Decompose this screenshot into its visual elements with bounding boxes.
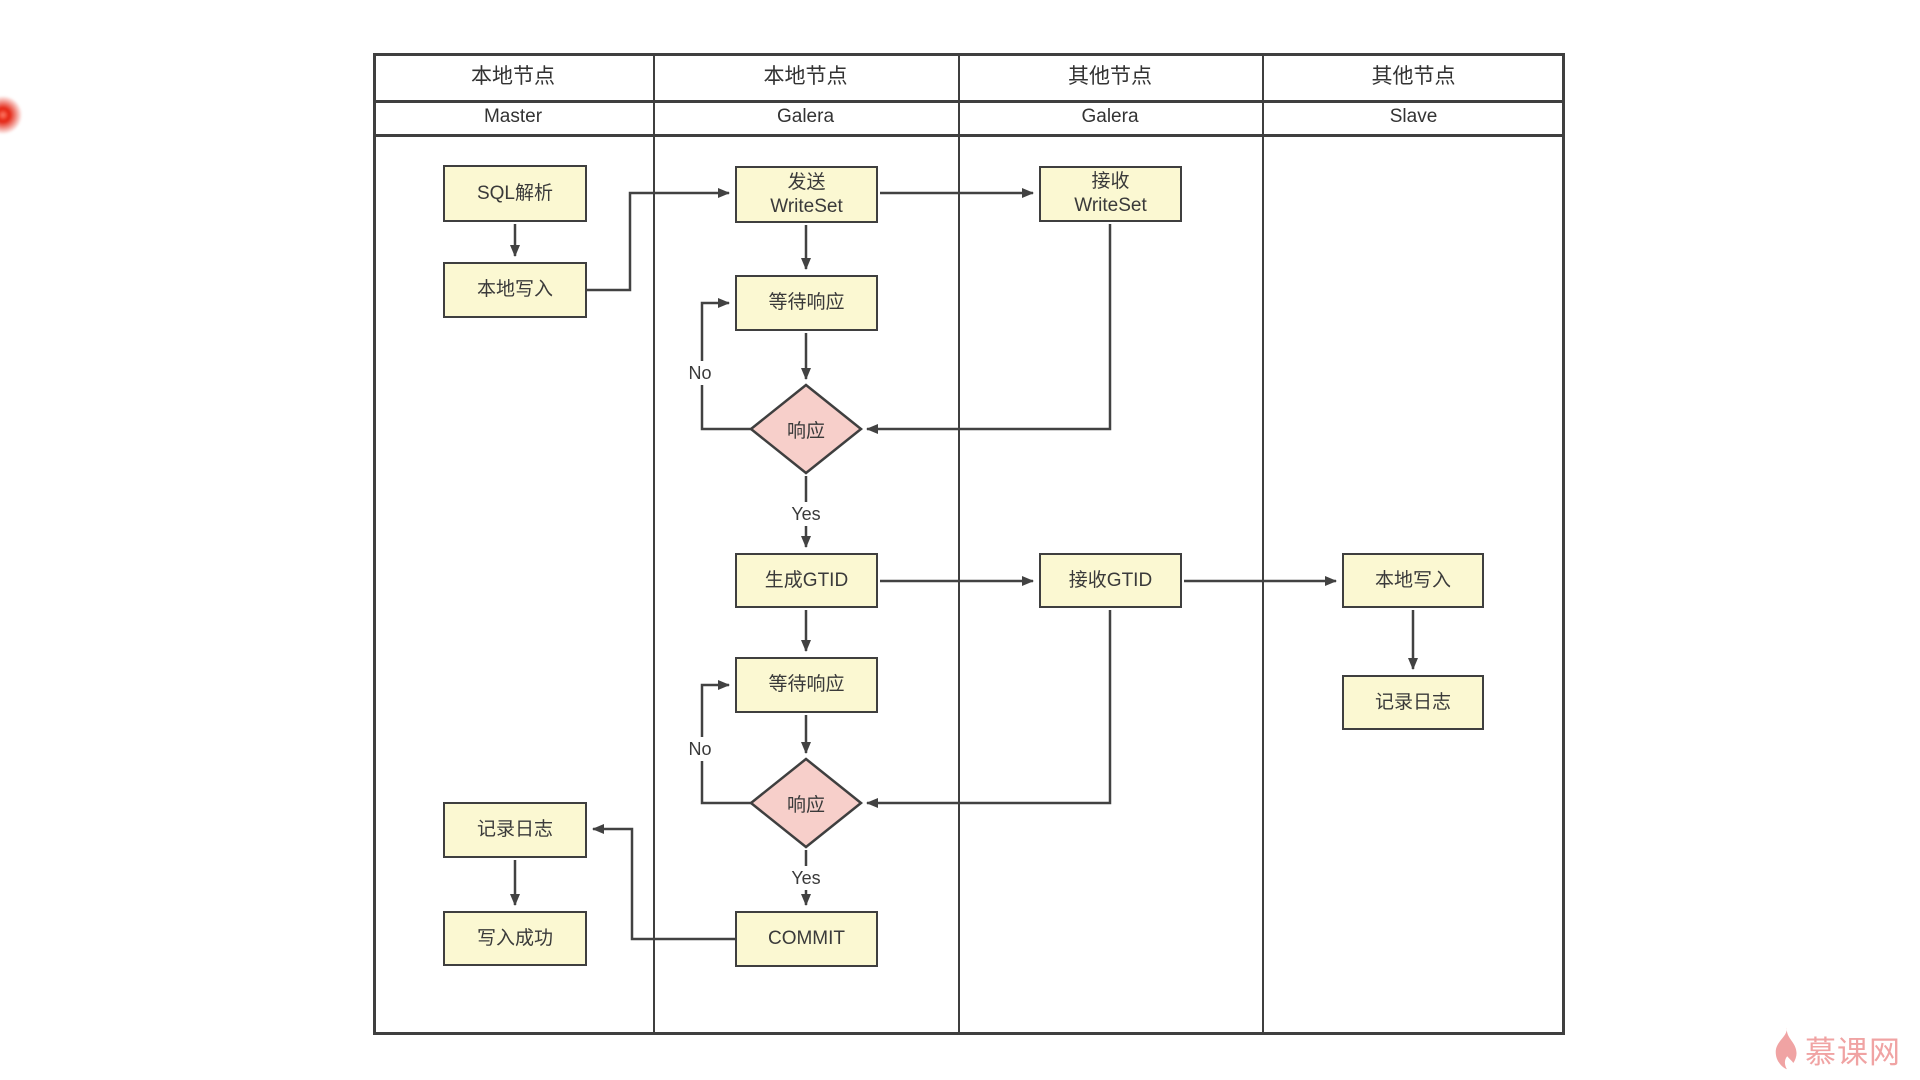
lane2-role-header: Galera <box>776 106 835 127</box>
lane-divider-3 <box>1262 53 1264 1035</box>
lane-divider-1 <box>653 53 655 1035</box>
decision-response1-label: 响应 <box>786 420 825 442</box>
node-commit: COMMIT <box>735 911 878 967</box>
lane3-role-header: Galera <box>1081 106 1139 127</box>
node-local-write-master: 本地写入 <box>443 262 587 318</box>
decision-response2-label: 响应 <box>786 794 825 816</box>
node-wait-response-2: 等待响应 <box>735 657 878 713</box>
edge-label-yes-1: Yes <box>782 502 830 526</box>
watermark: 慕课网 <box>1770 1026 1901 1072</box>
lane4-type-header: 其他节点 <box>1371 65 1456 88</box>
edge-label-no-1: No <box>676 361 724 385</box>
lane1-role-header: Master <box>483 106 543 127</box>
node-local-write-slave: 本地写入 <box>1342 553 1484 608</box>
node-sql-parse: SQL解析 <box>443 165 587 222</box>
swimlane-table-border <box>373 53 1565 1035</box>
lane1-type-header: 本地节点 <box>471 65 555 88</box>
node-write-success: 写入成功 <box>443 911 587 966</box>
laser-pointer-dot <box>0 96 22 134</box>
watermark-text: 慕课网 <box>1805 1034 1901 1070</box>
node-gen-gtid: 生成GTID <box>735 553 878 608</box>
node-log-slave: 记录日志 <box>1342 675 1484 730</box>
lane3-type-header: 其他节点 <box>1068 65 1152 88</box>
node-send-writeset: 发送 WriteSet <box>735 166 878 223</box>
node-send-writeset-line1: 发送 <box>787 171 826 193</box>
node-send-writeset-line2: WriteSet <box>770 195 843 217</box>
node-recv-gtid: 接收GTID <box>1039 553 1182 608</box>
lane-divider-2 <box>958 53 960 1035</box>
node-log-master: 记录日志 <box>443 802 587 858</box>
flame-icon <box>1775 1027 1797 1070</box>
node-recv-writeset-line1: 接收 <box>1091 171 1130 193</box>
node-wait-response-1: 等待响应 <box>735 275 878 331</box>
node-recv-writeset-line2: WriteSet <box>1074 195 1147 216</box>
lane2-type-header: 本地节点 <box>763 65 848 88</box>
lane4-role-header: Slave <box>1389 106 1438 127</box>
edge-label-yes-2: Yes <box>782 866 830 890</box>
header-divider-1 <box>373 100 1565 103</box>
node-recv-writeset: 接收 WriteSet <box>1039 166 1182 222</box>
edge-label-no-2: No <box>676 737 724 761</box>
header-divider-2 <box>373 134 1565 137</box>
